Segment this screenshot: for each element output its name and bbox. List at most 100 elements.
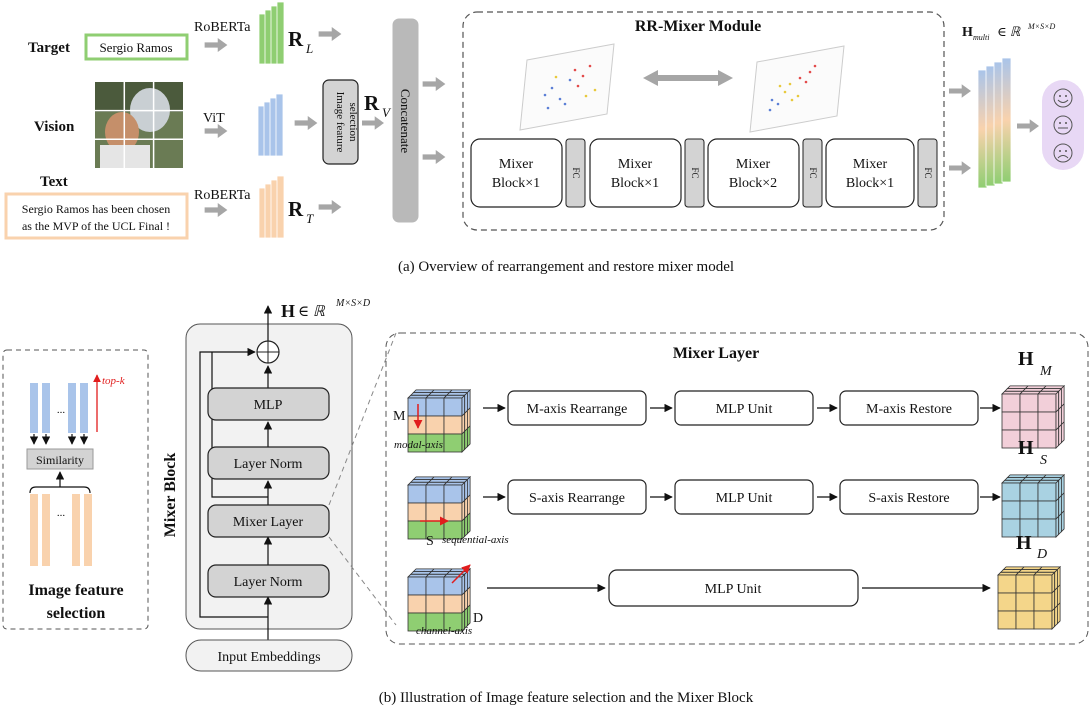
ifs-title-line2: selection <box>47 605 106 622</box>
topk-label: top-k <box>102 375 126 387</box>
roberta-target-label: RoBERTa <box>194 20 251 35</box>
rr-mixer-module <box>462 11 945 231</box>
svg-text:Mixer Layer: Mixer Layer <box>233 515 304 530</box>
block-output-label: H ∈ ℝ M×S×D <box>281 298 371 321</box>
m-axis-rearrange-box: M-axis Rearrange <box>507 390 647 426</box>
svg-text:S-axis Rearrange: S-axis Rearrange <box>529 491 625 506</box>
image-feature-selection-box <box>322 79 359 165</box>
similarity-bracket <box>29 486 91 494</box>
svg-text:Block×2: Block×2 <box>729 176 777 191</box>
d-axis-arrow <box>451 564 471 584</box>
mixer-block-1: Mixer Block×1 <box>470 138 563 208</box>
target-feature-bars <box>258 1 285 65</box>
s-mlp-unit-box: MLP Unit <box>674 479 814 515</box>
roberta-text-label: RoBERTa <box>194 188 251 203</box>
concat-out-arrows <box>422 77 446 164</box>
svg-text:MLP Unit: MLP Unit <box>705 582 762 597</box>
svg-text:T: T <box>306 211 314 226</box>
concatenate-label: Concatenate <box>398 89 413 153</box>
text-input-line2: as the MVP of the UCL Final ! <box>22 219 170 233</box>
svg-text:MLP Unit: MLP Unit <box>716 491 773 506</box>
svg-text:Block×1: Block×1 <box>846 176 894 191</box>
caption-a: (a) Overview of rearrangement and restor… <box>398 259 734 275</box>
svg-text:FC: FC <box>923 167 933 178</box>
svg-text:L: L <box>305 41 313 56</box>
neutral-face-icon <box>1053 115 1073 135</box>
svg-text:S-axis Restore: S-axis Restore <box>868 491 949 506</box>
residual-outer <box>199 347 268 618</box>
svg-text:D: D <box>1036 547 1047 562</box>
text-feature-bars <box>258 175 285 239</box>
s-axis-letter: S <box>426 534 434 549</box>
svg-text:Block×1: Block×1 <box>492 176 540 191</box>
rr-mixer-title: RR-Mixer Module <box>635 18 761 35</box>
svg-text:M-axis Restore: M-axis Restore <box>866 402 952 417</box>
compare-double-arrow <box>643 70 733 86</box>
text-input-box <box>4 192 189 240</box>
channel-axis-label: channel-axis <box>416 625 472 637</box>
sentiment-arrow <box>1017 119 1039 133</box>
target-label: Target <box>28 40 70 56</box>
svg-text:M×S×D: M×S×D <box>335 298 371 309</box>
svg-text:Block×1: Block×1 <box>611 176 659 191</box>
svg-text:V: V <box>382 105 392 120</box>
svg-text:Mixer: Mixer <box>853 157 888 172</box>
mixer-block-4: Mixer Block×1 <box>825 138 915 208</box>
positive-face-icon <box>1053 88 1073 108</box>
svg-text:S: S <box>1040 453 1047 468</box>
layer-norm-top-box: Layer Norm <box>207 446 330 480</box>
fc-4: FC <box>917 138 938 208</box>
hm-output-cube <box>1001 384 1066 449</box>
svg-text:MLP Unit: MLP Unit <box>716 402 773 417</box>
s-axis-rearrange-box: S-axis Rearrange <box>507 479 647 515</box>
text-label: Text <box>40 174 68 190</box>
d-mlp-unit-box: MLP Unit <box>608 569 859 607</box>
svg-text:Mixer: Mixer <box>618 157 653 172</box>
svg-text:R: R <box>364 91 380 115</box>
panel-b: ... top-k Similarity ... Image feature s… <box>2 298 1089 706</box>
hd-label: H D <box>1016 532 1047 562</box>
svg-text:Input Embeddings: Input Embeddings <box>217 650 320 665</box>
svg-text:FC: FC <box>690 167 700 178</box>
svg-text:H: H <box>1016 532 1032 554</box>
m-axis-restore-box: M-axis Restore <box>839 390 979 426</box>
target-input-box <box>84 33 189 61</box>
m-axis-letter: M <box>393 409 406 424</box>
svg-text:R: R <box>288 197 304 221</box>
hs-label: H S <box>1018 437 1047 468</box>
svg-text:H: H <box>281 301 295 321</box>
ifs-label-line2: selection <box>347 102 359 142</box>
rep-rt: R T <box>288 197 314 226</box>
svg-text:M-axis Rearrange: M-axis Rearrange <box>527 402 628 417</box>
axis-input-cubes <box>407 384 1066 632</box>
mlp-box: MLP <box>207 387 330 421</box>
fc-1: FC <box>565 138 586 208</box>
vit-label: ViT <box>203 111 225 126</box>
svg-text:∈ ℝ: ∈ ℝ <box>997 24 1021 39</box>
svg-text:Layer Norm: Layer Norm <box>234 575 303 590</box>
sequential-axis-label: sequential-axis <box>442 534 509 546</box>
rep-rl: R L <box>288 27 313 56</box>
svg-text:H: H <box>1018 348 1034 370</box>
concatenate-box <box>392 18 419 223</box>
m-mlp-unit-box: MLP Unit <box>674 390 814 426</box>
multimodal-output-bars <box>977 57 1012 189</box>
hd-output-cube <box>997 565 1062 630</box>
similarity-box <box>26 448 94 470</box>
svg-text:FC: FC <box>808 167 818 178</box>
hs-output-cube <box>1001 473 1066 538</box>
mixer-block-3: Mixer Block×2 <box>707 138 800 208</box>
rep-rv: R V <box>364 91 392 120</box>
sentiment-panel <box>1042 80 1084 170</box>
vision-label: Vision <box>34 119 75 135</box>
svg-text:M×S×D: M×S×D <box>1027 22 1055 31</box>
mixer-block-title: Mixer Block <box>162 453 179 538</box>
mixer-layer-title: Mixer Layer <box>673 345 759 362</box>
hm-label: H M <box>1018 348 1053 379</box>
similarity-label: Similarity <box>36 453 84 467</box>
ifs-detail-box <box>2 349 149 630</box>
zoom-line-bottom <box>328 536 397 626</box>
svg-text:M: M <box>1039 364 1053 379</box>
ifs-title-line1: Image feature <box>28 582 123 599</box>
